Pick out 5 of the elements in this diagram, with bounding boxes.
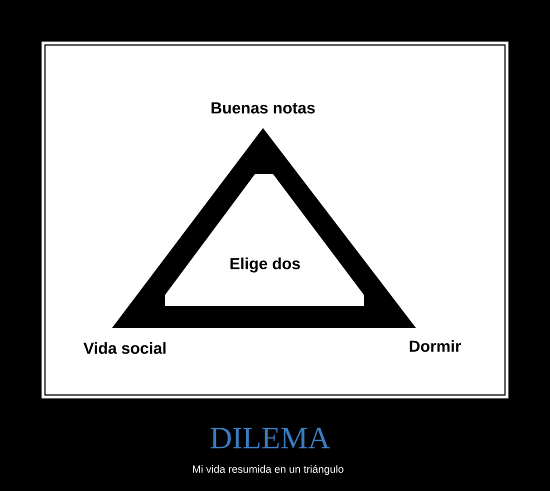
vertex-label: Vida social: [83, 342, 166, 354]
caption: Mi vida resumida en un triángulo: [193, 465, 344, 475]
vertex-label: Dormir: [410, 340, 461, 352]
triangle: Elige dos: [112, 128, 416, 328]
title: DILEMA: [210, 428, 330, 448]
